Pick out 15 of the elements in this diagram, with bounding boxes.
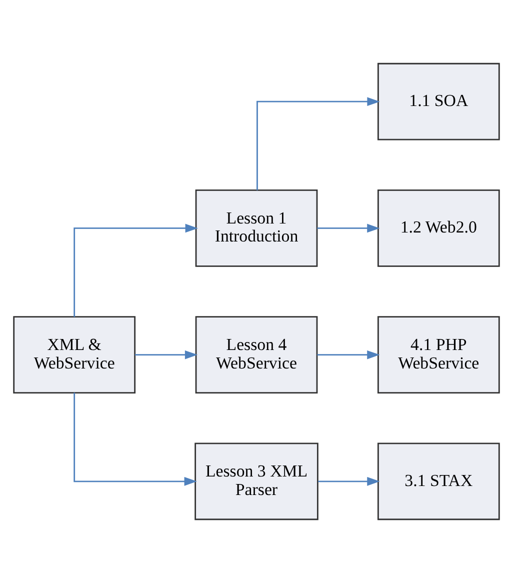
node-box: Lesson 4 WebService	[195, 316, 318, 393]
node-box: 1.2 Web2.0	[377, 189, 500, 266]
node-box: 4.1 PHP WebService	[377, 316, 500, 393]
arrow	[135, 350, 198, 359]
node-box: XML & WebService	[13, 316, 136, 393]
node-box: Lesson 3 XML Parser	[194, 442, 318, 520]
arrow	[74, 392, 197, 486]
arrow	[317, 223, 380, 232]
node-box: Lesson 1 Introduction	[195, 189, 318, 266]
arrow	[317, 350, 380, 359]
node-box: 3.1 STAX	[377, 442, 500, 520]
arrow	[256, 96, 380, 190]
node-box: 1.1 SOA	[377, 62, 500, 140]
arrow	[318, 476, 380, 486]
arrow	[74, 223, 198, 316]
